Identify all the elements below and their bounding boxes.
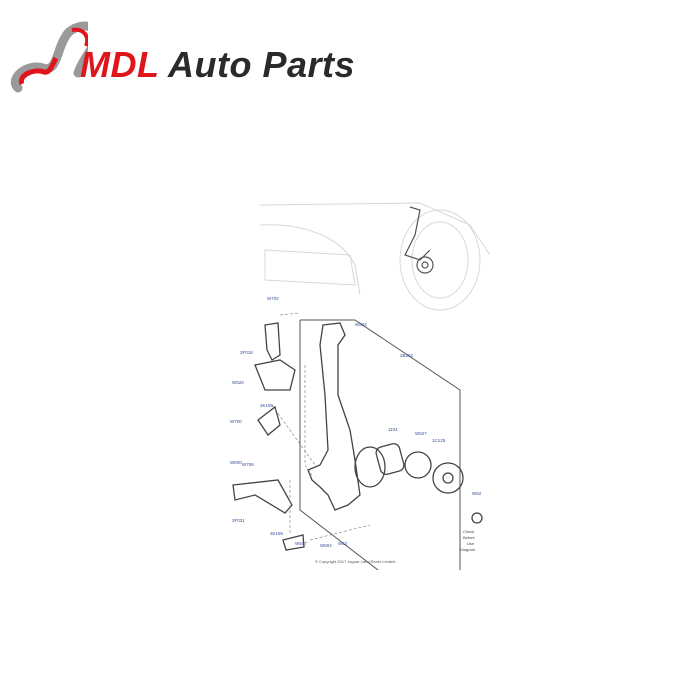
mdl-auto-parts-logo: MDL Auto Parts xyxy=(8,18,358,98)
leader-lines xyxy=(271,312,371,541)
part-callout: 1C125 xyxy=(432,438,446,443)
part-callout: 3K186 xyxy=(270,531,284,536)
knuckle xyxy=(307,322,386,511)
part-callout: W702 xyxy=(267,296,279,301)
part-callout: W527 xyxy=(415,431,427,436)
shields xyxy=(232,322,305,551)
logo-text: MDL Auto Parts xyxy=(80,44,355,86)
part-callout: W52 xyxy=(338,541,348,546)
part-callout: 3F018 xyxy=(240,350,253,355)
vehicle-outline xyxy=(259,202,490,311)
logo-brand-auto-parts: Auto Parts xyxy=(168,44,356,85)
part-callout: W500 xyxy=(230,460,242,465)
note-line: Check xyxy=(463,529,474,534)
part-callout: 3F031 xyxy=(232,518,245,523)
part-callout: 3K185 xyxy=(260,403,274,408)
copyright-text: © Copyright 2017 Jaguar Land Rover Limit… xyxy=(315,559,395,564)
part-callout: W507 xyxy=(295,541,307,546)
part-callout: 3B392 xyxy=(400,353,414,358)
note-line: Use xyxy=(467,541,475,546)
knuckle-thumbnail xyxy=(404,206,434,274)
part-callout: W52 xyxy=(472,491,482,496)
note: Check Before Use Diagram xyxy=(460,529,476,552)
part-callout: W700 xyxy=(230,419,242,424)
part-callout: W504 xyxy=(355,322,367,327)
part-callout: W520 xyxy=(232,380,244,385)
logo-brand-mdl: MDL xyxy=(80,44,159,85)
note-line: Before xyxy=(463,535,476,540)
hub-bearing xyxy=(375,443,483,524)
note-line: Diagram xyxy=(460,547,476,552)
assembly-frame xyxy=(299,319,461,570)
part-callout: W504 xyxy=(320,543,332,548)
logo-swoosh-icon xyxy=(11,21,88,93)
part-callout: 1104 xyxy=(388,427,398,432)
part-callout: W706 xyxy=(242,462,254,467)
